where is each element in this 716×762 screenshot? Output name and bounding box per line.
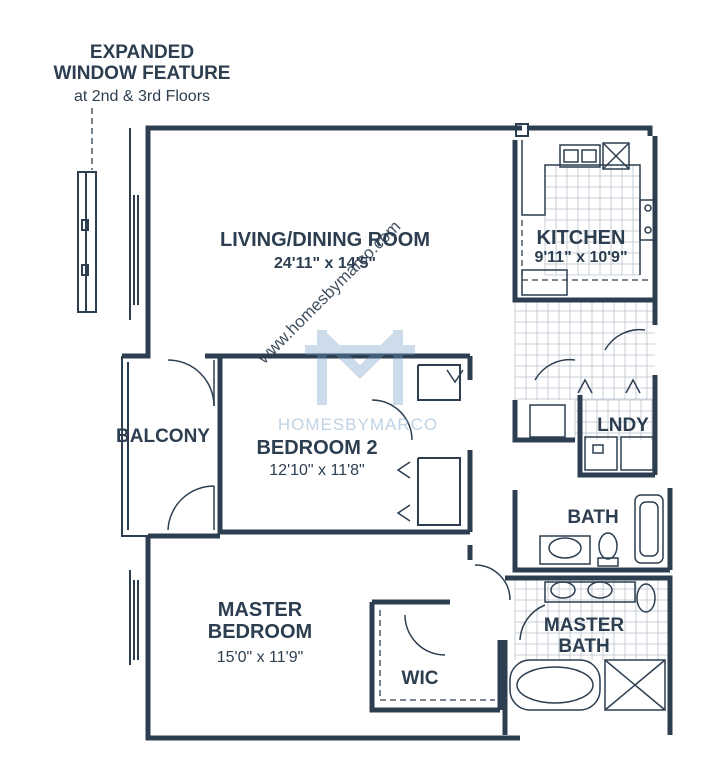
master-bath-name-line1: MASTER (544, 615, 625, 636)
feature-note-line2: WINDOW FEATURE (54, 63, 231, 84)
bedroom2-name: BEDROOM 2 (256, 437, 377, 459)
balcony-name: BALCONY (116, 426, 210, 447)
feature-note-line3: at 2nd & 3rd Floors (74, 88, 210, 105)
bath-name: BATH (567, 507, 618, 528)
watermark-logo (305, 330, 415, 405)
living-room-size: 24'11" x 14'5" (274, 255, 376, 272)
master-bedroom-size: 15'0" x 11'9" (217, 649, 304, 666)
expanded-window-note: EXPANDED WINDOW FEATURE at 2nd & 3rd Flo… (54, 42, 231, 105)
feature-note-line1: EXPANDED (90, 42, 194, 63)
door-swings (167, 328, 646, 656)
master-bedroom-name-line2: BEDROOM (208, 621, 312, 643)
watermark-logo-mark (305, 330, 415, 405)
laundry-name: LNDY (597, 415, 649, 436)
fixtures (77, 108, 666, 711)
tile-floor (514, 164, 670, 660)
kitchen-name: KITCHEN (537, 227, 626, 249)
master-bath-name-line2: BATH (558, 636, 609, 657)
watermark-brand: HOMESBYMARCO (278, 415, 438, 434)
kitchen-size: 9'11" x 10'9" (534, 249, 627, 266)
wic-name: WIC (402, 668, 439, 689)
master-bedroom-name-line1: MASTER (218, 599, 303, 621)
living-room-name: LIVING/DINING ROOM (220, 229, 430, 251)
room-labels: LIVING/DINING ROOM 24'11" x 14'5" KITCHE… (116, 227, 649, 689)
bedroom2-size: 12'10" x 11'8" (269, 462, 364, 479)
